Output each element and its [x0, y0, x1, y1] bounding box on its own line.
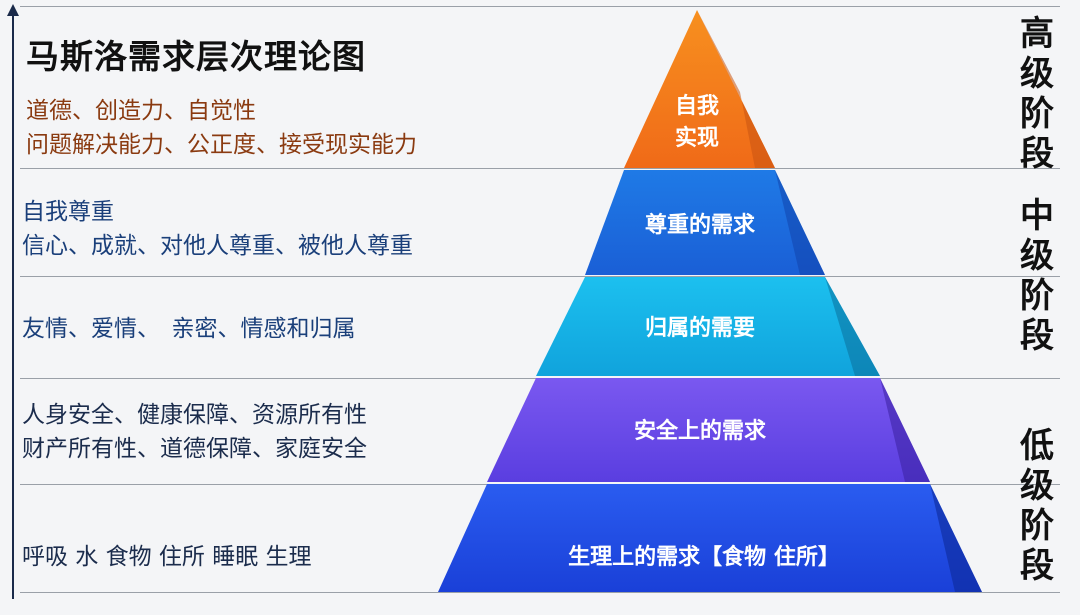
tier-shade — [930, 484, 982, 592]
stage-char: 段 — [1020, 134, 1054, 174]
level-description-belonging: 友情、爱情、 亲密、情感和归属 — [22, 312, 356, 346]
stage-char: 阶 — [1020, 276, 1054, 316]
axis-arrow-icon — [7, 4, 19, 16]
tier-self-actualization — [624, 10, 775, 168]
level-description-safety: 人身安全、健康保障、资源所有性 财产所有性、道德保障、家庭安全 — [22, 398, 367, 466]
stage-char: 低 — [1020, 426, 1054, 466]
divider-line — [20, 592, 1060, 593]
description-line: 呼吸 水 食物 住所 睡眠 生理 — [22, 544, 312, 570]
tier-label: 归属的需要 — [645, 315, 755, 341]
description-line: 问题解决能力、公正度、接受现实能力 — [26, 132, 417, 158]
tier-shade — [825, 277, 880, 376]
stage-label-high: 高 级 阶 段 — [1012, 14, 1062, 174]
stage-char: 阶 — [1020, 94, 1054, 134]
description-line: 人身安全、健康保障、资源所有性 — [22, 402, 367, 428]
vertical-axis — [12, 14, 14, 599]
tier-belonging — [536, 277, 880, 376]
divider-line — [20, 276, 1060, 277]
stage-char: 阶 — [1020, 506, 1054, 546]
tier-label: 安全上的需求 — [634, 418, 766, 444]
description-line: 道德、创造力、自觉性 — [26, 98, 256, 124]
tier-shade — [880, 378, 930, 482]
diagram-title: 马斯洛需求层次理论图 — [26, 37, 366, 76]
stage-char: 中 — [1020, 196, 1054, 236]
level-description-esteem: 自我尊重 信心、成就、对他人尊重、被他人尊重 — [22, 195, 413, 263]
stage-label-low: 低 级 阶 段 — [1012, 426, 1062, 586]
tier-label: 生理上的需求【食物 住所】 — [568, 544, 840, 570]
divider-line — [20, 168, 1060, 169]
tier-shade — [697, 10, 775, 168]
stage-char: 级 — [1020, 466, 1054, 506]
tier-esteem — [585, 170, 825, 275]
stage-char: 高 — [1020, 14, 1054, 54]
level-description-physiological: 呼吸 水 食物 住所 睡眠 生理 — [22, 540, 312, 574]
tier-label: 尊重的需求 — [645, 212, 755, 238]
divider-line — [20, 6, 1060, 7]
stage-label-mid: 中 级 阶 段 — [1012, 196, 1062, 356]
stage-char: 级 — [1020, 236, 1054, 276]
description-line: 财产所有性、道德保障、家庭安全 — [22, 436, 367, 462]
description-line: 友情、爱情、 亲密、情感和归属 — [22, 316, 356, 342]
tier-physiological — [438, 484, 982, 592]
stage-char: 段 — [1020, 546, 1054, 586]
tier-label: 自我 — [675, 93, 719, 119]
level-description-self-actualization: 道德、创造力、自觉性 问题解决能力、公正度、接受现实能力 — [26, 94, 417, 162]
description-line: 自我尊重 — [22, 199, 114, 225]
tier-label: 实现 — [675, 125, 719, 151]
description-line: 信心、成就、对他人尊重、被他人尊重 — [22, 233, 413, 259]
tier-safety — [487, 378, 930, 482]
tier-shade — [775, 170, 825, 275]
stage-char: 段 — [1020, 316, 1054, 356]
stage-char: 级 — [1020, 54, 1054, 94]
